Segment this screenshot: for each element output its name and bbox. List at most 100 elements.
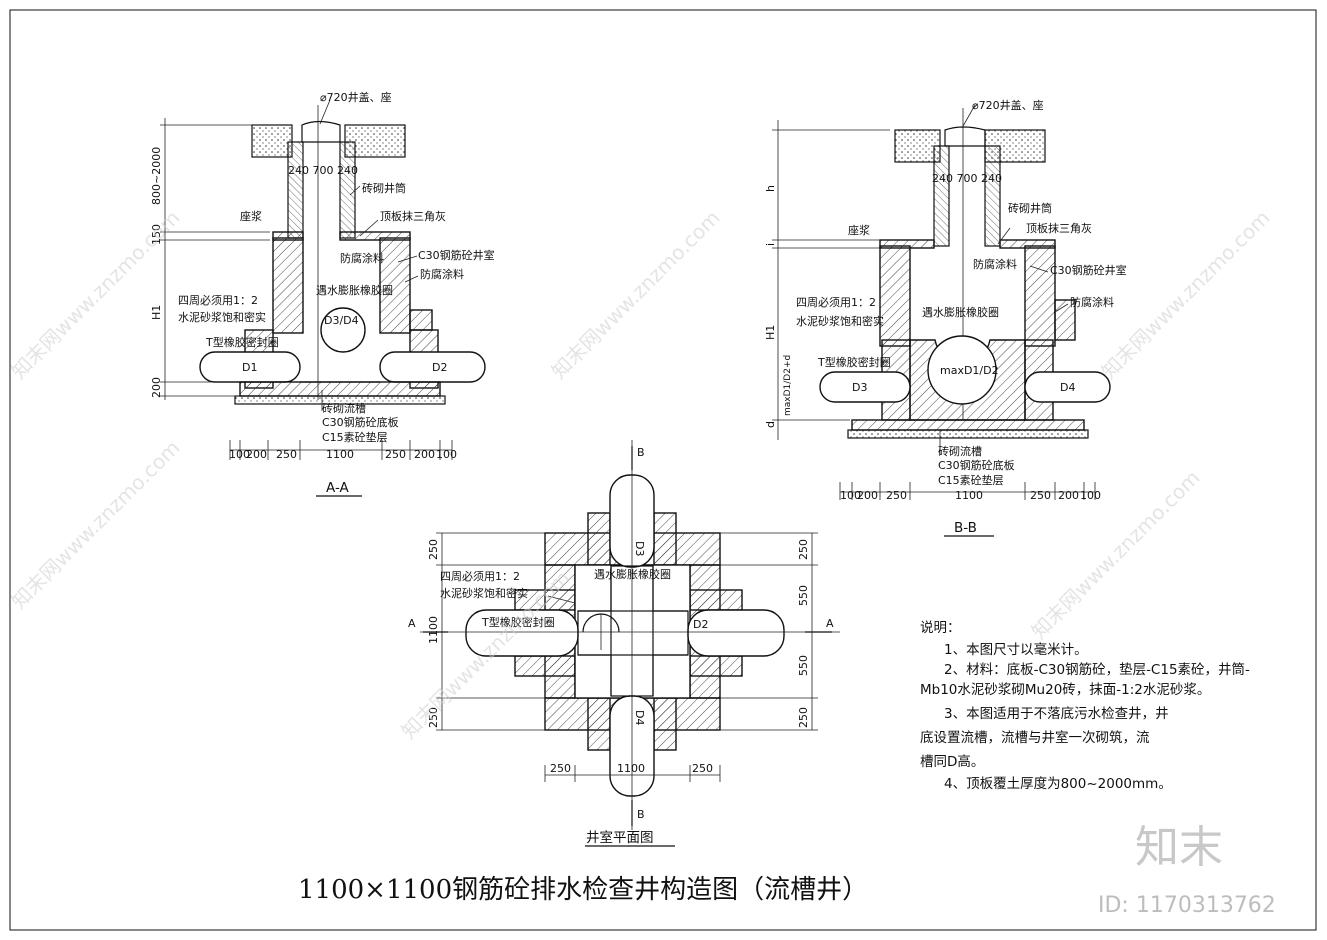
aa-base [239, 381, 441, 397]
aa-d2-label: D2 [432, 361, 447, 374]
aa-cushion-label: C15素砼垫层 [322, 430, 388, 444]
aa-note1: 四周必须用1：2 [178, 294, 258, 307]
aa-cover-label: ⌀720井盖、座 [320, 90, 392, 104]
aa-d1-label: D1 [242, 361, 257, 374]
bb-anticorr2-label: 防腐涂料 [1070, 295, 1114, 309]
aa-note2: 水泥砂浆饱和密实 [178, 310, 266, 324]
plan-right-dim-2: 550 [797, 655, 810, 676]
plan-note1: 四周必须用1：2 [440, 570, 520, 583]
watermark-logo: 知末 [1135, 822, 1223, 873]
bb-surface-slab-left [894, 129, 941, 163]
notes-line-3: Mb10水泥砂浆砌Mu20砖，抹面-1:2水泥砂浆。 [920, 682, 1210, 698]
bb-base-label: C30钢筋砼底板 [938, 458, 1015, 472]
plan-right-dim-0: 250 [797, 539, 810, 560]
notes-line-4: 3、本图适用于不落底污水检查井，井 [944, 706, 1169, 722]
watermark-3: 知末网www.znzmo.com [1097, 206, 1275, 384]
plan-d3-label: D3 [633, 541, 646, 556]
plan-swell-ring-label: 遇水膨胀橡胶圈 [594, 567, 671, 581]
bb-v1: h [764, 185, 777, 192]
aa-dim-b2: 250 [276, 448, 297, 461]
aa-anticorr1-label: 防腐涂料 [340, 251, 384, 265]
plan-view [420, 440, 840, 830]
aa-dim-b5: 200 [414, 448, 435, 461]
aa-top-slab-right [339, 231, 411, 241]
watermark-2: 知末网www.znzmo.com [547, 206, 725, 384]
notes-line-5: 底设置流槽，流槽与井室一次砌筑，流 [920, 729, 1150, 746]
plan-left-dim-1: 1100 [427, 616, 440, 644]
aa-t-ring-label: T型橡胶密封圈 [205, 335, 279, 349]
bb-dim-b6: 100 [1080, 489, 1101, 502]
bb-maxd-label: maxD1/D2 [940, 364, 999, 377]
plan-cut-b-top: B [637, 446, 645, 459]
bb-cover-label: ⌀720井盖、座 [972, 98, 1044, 112]
bb-section-label: B-B [954, 520, 977, 536]
plan-cut-b-bottom: B [637, 808, 645, 821]
aa-dim-b0: 100 [229, 448, 250, 461]
bb-dim-top: 240 700 240 [932, 172, 1002, 185]
bb-shaft-right-wall [984, 145, 1001, 247]
aa-flow-label: 砖砌流槽 [322, 401, 366, 415]
aa-triangle-label: 顶板抹三角灰 [380, 209, 446, 223]
plan-collar-bottom-right [653, 697, 677, 751]
bb-v5: d [764, 421, 777, 428]
bb-chamber-right-wall [1024, 245, 1056, 347]
aa-d3d4-label: D3/D4 [324, 314, 359, 327]
bb-pipe-maxd [927, 335, 997, 405]
aa-chamber-label: C30钢筋砼井室 [418, 248, 495, 262]
bb-swell-ring-label: 遇水膨胀橡胶圈 [922, 305, 999, 319]
bb-mortar-bed-label: 座浆 [848, 223, 870, 237]
plan-collar-right-top [689, 589, 743, 611]
plan-left-dim-2: 250 [427, 707, 440, 728]
notes-line-2: 2、材料：底板-C30钢筋砼，垫层-C15素砼，井筒- [944, 661, 1250, 678]
bb-triangle-label: 顶板抹三角灰 [1026, 221, 1092, 235]
bb-base [851, 419, 1085, 431]
plan-cut-a-left: A [408, 617, 416, 630]
bb-flow-label: 砖砌流槽 [938, 444, 982, 458]
plan-t-ring-label: T型橡胶密封圈 [481, 615, 555, 629]
aa-base-label: C30钢筋砼底板 [322, 415, 399, 429]
bb-step-right [1054, 299, 1076, 341]
aa-cushion [234, 395, 446, 405]
bb-pipe-d4 [1024, 371, 1111, 403]
bb-dim-b1: 200 [857, 489, 878, 502]
aa-brick-shaft-label: 砖砌井筒 [362, 181, 406, 195]
drawing-title: 1100×1100钢筋砼排水检查井构造图（流槽井） [298, 875, 868, 905]
notes-heading: 说明： [920, 620, 961, 636]
bb-dim-b2: 250 [886, 489, 907, 502]
aa-step-right [409, 309, 433, 331]
bb-v3: H1 [764, 325, 777, 340]
plan-label: 井室平面图 [586, 829, 654, 846]
aa-dim-b4: 250 [385, 448, 406, 461]
aa-shaft-right-wall [339, 141, 356, 239]
plan-collar-bottom-left [587, 697, 611, 751]
aa-cover [301, 120, 341, 143]
plan-cut-a-right: A [826, 617, 834, 630]
aa-mortar-bed-label: 座浆 [240, 209, 262, 223]
plan-collar-right-bottom [689, 655, 743, 677]
notes-line-7: 4、顶板覆土厚度为800~2000mm。 [944, 776, 1172, 792]
plan-bottom-dim-1: 1100 [617, 762, 645, 775]
bb-v2: i [764, 243, 777, 246]
plan-right-dim-3: 250 [797, 707, 810, 728]
bb-d4-label: D4 [1060, 381, 1075, 394]
bb-brick-shaft-label: 砖砌井筒 [1008, 201, 1052, 215]
aa-v1: 800~2000 [150, 147, 163, 205]
aa-dim-top: 240 700 240 [288, 164, 358, 177]
aa-shaft-left-wall [287, 141, 304, 239]
plan-d4-label: D4 [633, 710, 646, 725]
sheet-border [9, 9, 1317, 931]
plan-right-dim-1: 550 [797, 585, 810, 606]
bb-note1: 四周必须用1：2 [796, 296, 876, 309]
bb-note2: 水泥砂浆饱和密实 [796, 314, 884, 328]
aa-surface-slab-left [251, 124, 293, 158]
plan-d2-label: D2 [693, 618, 708, 631]
plan-note2: 水泥砂浆饱和密实 [440, 586, 528, 600]
bb-top-slab-right [999, 239, 1056, 249]
plan-left-dim-0: 250 [427, 539, 440, 560]
bb-v4: maxD1/D2+d [783, 355, 793, 416]
plan-chamber [574, 564, 691, 699]
bb-dim-b3: 1100 [955, 489, 983, 502]
notes-line-6: 槽同D高。 [920, 753, 984, 770]
aa-dim-b6: 100 [436, 448, 457, 461]
